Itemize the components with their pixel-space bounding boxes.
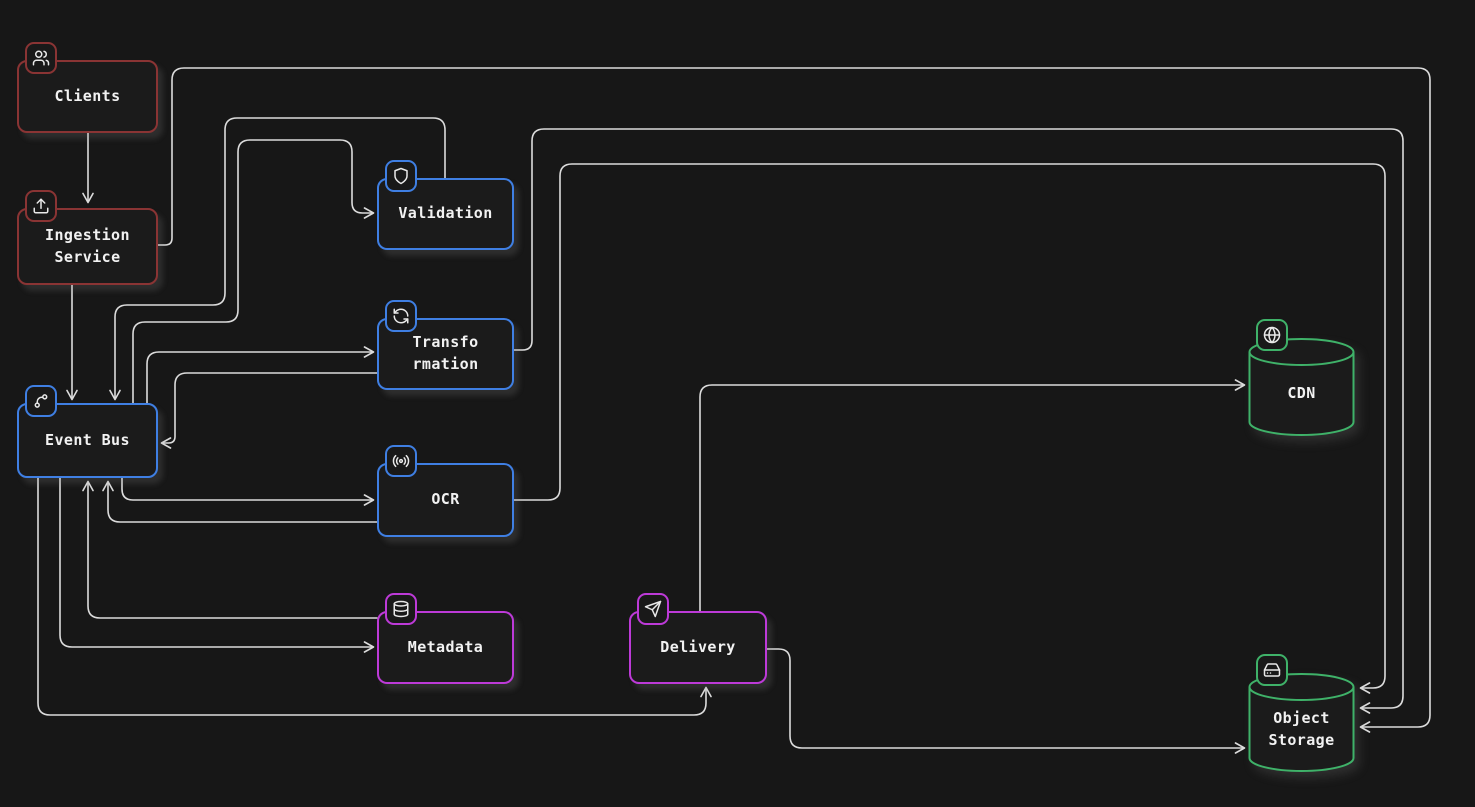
- globe-icon: [1263, 326, 1281, 344]
- object-storage-icon-badge: [1256, 654, 1288, 686]
- database-icon: [393, 600, 409, 618]
- edge-event-bus-to-ocr[interactable]: [121, 477, 375, 506]
- validation-icon-badge: [385, 160, 417, 192]
- users-icon: [32, 50, 50, 66]
- hard-drive-icon: [1263, 663, 1281, 677]
- edge-ingestion-service-to-object-storage[interactable]: [157, 67, 1431, 733]
- edge-transformation-to-event-bus[interactable]: [160, 372, 378, 449]
- send-icon: [644, 600, 662, 618]
- node-label: Delivery: [660, 637, 735, 659]
- edge-ocr-to-event-bus[interactable]: [102, 480, 378, 523]
- node-label-line: Event Bus: [45, 430, 130, 449]
- git-branch-icon: [34, 394, 48, 408]
- ocr-icon-badge: [385, 445, 417, 477]
- node-label: Validation: [398, 203, 492, 225]
- edge-event-bus-to-metadata[interactable]: [59, 477, 375, 653]
- node-label-line: Transfo: [412, 333, 479, 352]
- edge-delivery-to-cdn[interactable]: [699, 379, 1246, 612]
- upload-icon: [33, 198, 49, 214]
- metadata-icon-badge: [385, 593, 417, 625]
- node-label-line: OCR: [431, 490, 460, 509]
- edge-validation-to-event-bus[interactable]: [109, 117, 446, 401]
- edge-metadata-to-event-bus[interactable]: [82, 480, 378, 619]
- edge-transformation-to-object-storage[interactable]: [512, 128, 1404, 714]
- delivery-icon-badge: [637, 593, 669, 625]
- node-label-line: Validation: [398, 204, 493, 223]
- node-label-line: Delivery: [660, 637, 736, 656]
- object-storage-cylinder-shape: [1248, 673, 1355, 772]
- edge-event-bus-to-transformation[interactable]: [146, 346, 375, 404]
- shield-icon: [394, 167, 408, 185]
- node-label-line: CDN: [1287, 384, 1316, 403]
- node-label: Transfo rmation: [412, 332, 478, 376]
- cdn-icon-badge: [1256, 319, 1288, 351]
- node-label: Event Bus: [45, 430, 130, 452]
- node-label-line: Object: [1273, 708, 1330, 727]
- node-label-line: Storage: [1268, 730, 1335, 749]
- refresh-icon: [393, 308, 409, 324]
- edge-delivery-to-object-storage[interactable]: [766, 648, 1246, 754]
- node-label: Metadata: [408, 637, 483, 659]
- edge-ocr-to-object-storage[interactable]: [512, 163, 1386, 694]
- event-bus-icon-badge: [25, 385, 57, 417]
- node-label-line: Ingestion: [45, 225, 130, 244]
- transformation-icon-badge: [385, 300, 417, 332]
- node-label-line: Clients: [54, 86, 121, 105]
- node-cdn[interactable]: CDN: [1248, 337, 1355, 437]
- node-label-line: Service: [54, 247, 121, 266]
- edge-event-bus-to-delivery[interactable]: [37, 477, 712, 716]
- node-label: OCR: [431, 489, 459, 511]
- ingestion-service-icon-badge: [25, 190, 57, 222]
- node-label: Clients: [54, 86, 120, 108]
- clients-icon-badge: [25, 42, 57, 74]
- node-label-line: Metadata: [407, 637, 484, 656]
- edge-event-bus-to-validation[interactable]: [132, 139, 375, 404]
- node-label: CDN: [1287, 369, 1315, 405]
- node-label-line: rmation: [412, 355, 479, 373]
- radio-icon: [392, 454, 410, 468]
